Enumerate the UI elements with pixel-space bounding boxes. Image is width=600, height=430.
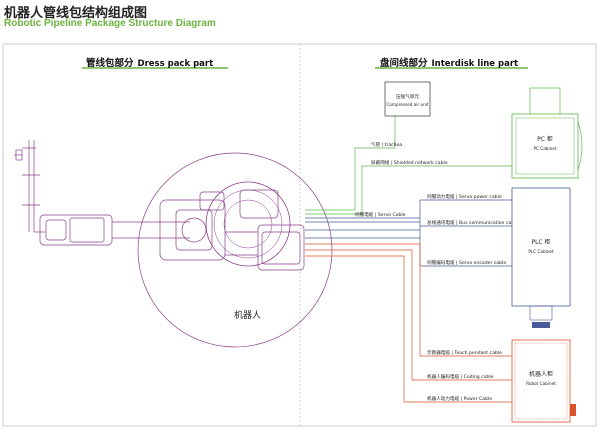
end-effector-bracket bbox=[14, 140, 45, 233]
interdisk-cn: 盘间线部分 bbox=[380, 58, 428, 69]
cable-label-trachea: 气管 | trachea bbox=[371, 141, 402, 148]
robot-cabinet-cn: 机器人柜 bbox=[529, 370, 553, 378]
robot-cabinet: 机器人柜 Robot Cabinet bbox=[511, 339, 576, 423]
robot-arm bbox=[39, 189, 305, 271]
interdisk-en: Interdisk line part bbox=[431, 59, 519, 69]
dress-pack-en: Dress pack part bbox=[137, 59, 214, 69]
cable-label-shielded-network: 屏蔽网线 | Shielded network cable bbox=[371, 159, 448, 166]
dress-pack-cn: 管线包部分 bbox=[86, 58, 134, 69]
cable-label-servo-power: 伺服动力电缆 | Servo power cable bbox=[427, 193, 502, 200]
cable-label-power: 机器人动力电缆 | Power Cable bbox=[427, 395, 492, 402]
cable-lines-orange bbox=[305, 243, 512, 403]
compressed-air-en: Compressed air unit bbox=[386, 102, 429, 107]
cable-lines-blue bbox=[305, 199, 512, 267]
cable-label-coding: 机器人编码电缆 | Coding cable bbox=[427, 373, 494, 380]
plc-cabinet: PLC 柜 PLC Cabinet bbox=[511, 187, 571, 328]
cable-label-bus-comm: 总线通讯电缆 | Bus communication cable bbox=[427, 219, 518, 226]
robot-base-ring-core bbox=[223, 199, 273, 249]
compressed-air-unit: 压缩气单元 Compressed air unit bbox=[384, 81, 431, 117]
pc-cabinet: PC 柜 PC Cabinet bbox=[511, 87, 583, 179]
diagram-frame bbox=[2, 43, 597, 427]
cable-label-teach-pendant: 示教器电缆 | Teach pendant cable bbox=[427, 349, 502, 356]
compressed-air-cn: 压缩气单元 bbox=[396, 93, 419, 100]
plc-cabinet-en: PLC Cabinet bbox=[528, 249, 554, 254]
page-subtitle: Robotic Pipeline Package Structure Diagr… bbox=[4, 18, 216, 29]
cable-lines-green bbox=[305, 110, 530, 215]
cable-label-servo-encoder: 伺服编码电缆 | Servo encoder cable bbox=[427, 259, 506, 266]
page-title: 机器人管线包结构组成图 bbox=[4, 6, 148, 21]
pc-cabinet-en: PC Cabinet bbox=[534, 146, 557, 151]
plc-cabinet-cn: PLC 柜 bbox=[531, 238, 550, 246]
robot-base-ring-outer bbox=[205, 181, 291, 267]
cable-label-servo-cable: 伺服电缆 | Servo Cable bbox=[355, 211, 406, 218]
pc-cabinet-cn: PC 柜 bbox=[537, 135, 553, 143]
robot-cabinet-en: Robot Cabinet bbox=[526, 381, 556, 386]
robot-label: 机器人 bbox=[234, 309, 261, 321]
